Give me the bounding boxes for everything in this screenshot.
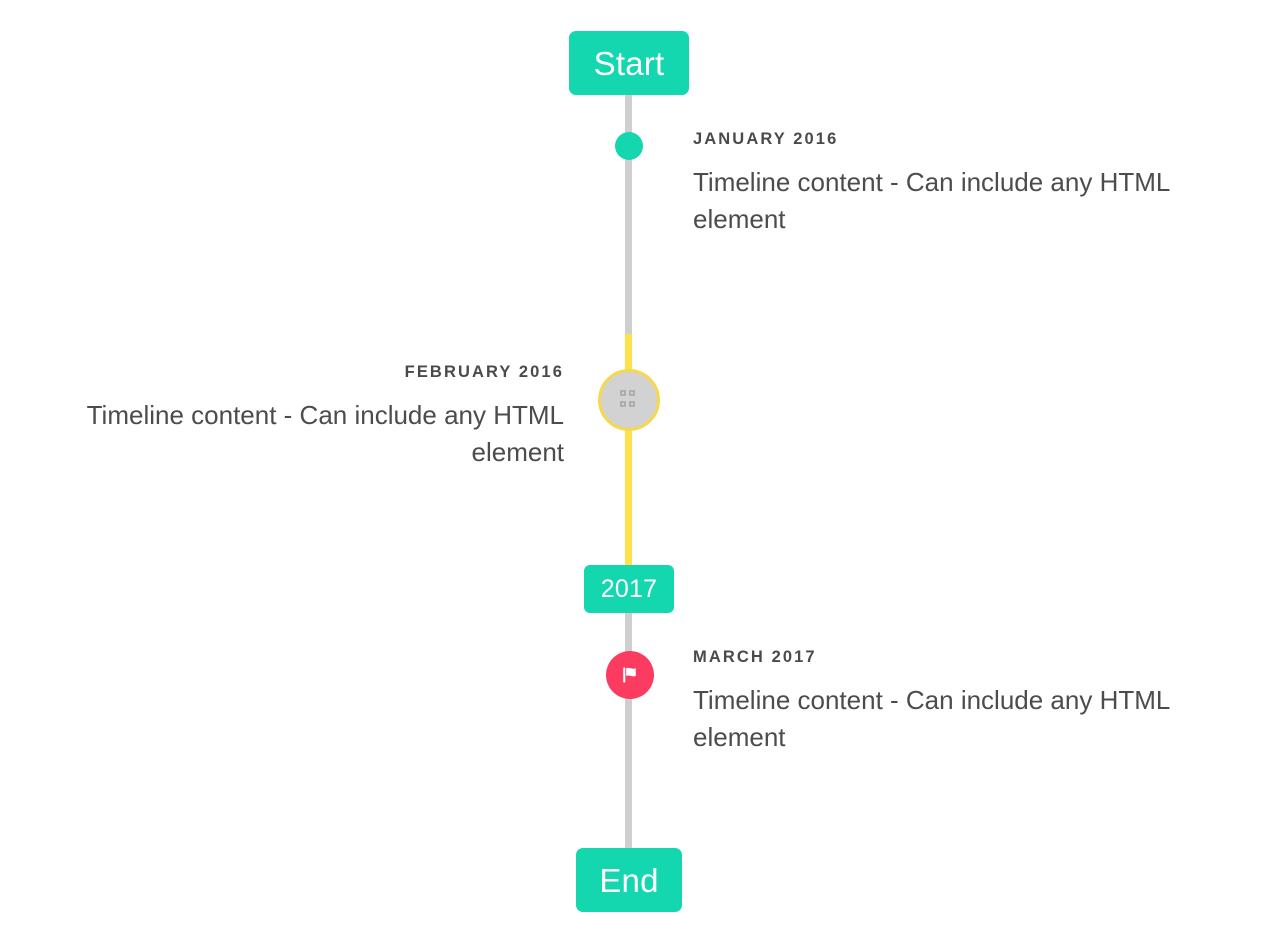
timeline-entry-body: Timeline content - Can include any HTML …: [693, 166, 1170, 234]
timeline-marker-flag[interactable]: [606, 651, 654, 699]
timeline-year-badge[interactable]: 2017: [584, 565, 674, 613]
timeline-axis-segment-yellow: [625, 334, 632, 569]
timeline-marker-broken-image-icon[interactable]: [598, 369, 660, 431]
timeline-entry-body: Timeline content - Can include any HTML …: [86, 399, 564, 467]
timeline-entry-date: MARCH 2017: [693, 648, 817, 666]
timeline-entry-date: FEBRUARY 2016: [404, 363, 564, 381]
timeline-entry-march: MARCH 2017 Timeline content - Can includ…: [693, 648, 1223, 756]
timeline-start-badge[interactable]: Start: [569, 31, 689, 95]
timeline-marker-dot-icon[interactable]: [615, 132, 643, 160]
timeline-entry-january: JANUARY 2016 Timeline content - Can incl…: [693, 130, 1223, 238]
timeline-entry-body: Timeline content - Can include any HTML …: [693, 684, 1170, 752]
flag-icon: [618, 663, 642, 687]
timeline-axis-segment-gray-bottom: [625, 612, 632, 857]
timeline-entry-date: JANUARY 2016: [693, 130, 839, 148]
timeline-axis-segment-gray-top: [625, 92, 632, 334]
broken-image-icon: [618, 390, 640, 410]
timeline-entry-february: FEBRUARY 2016 Timeline content - Can inc…: [34, 363, 564, 471]
timeline-end-badge[interactable]: End: [576, 848, 682, 912]
